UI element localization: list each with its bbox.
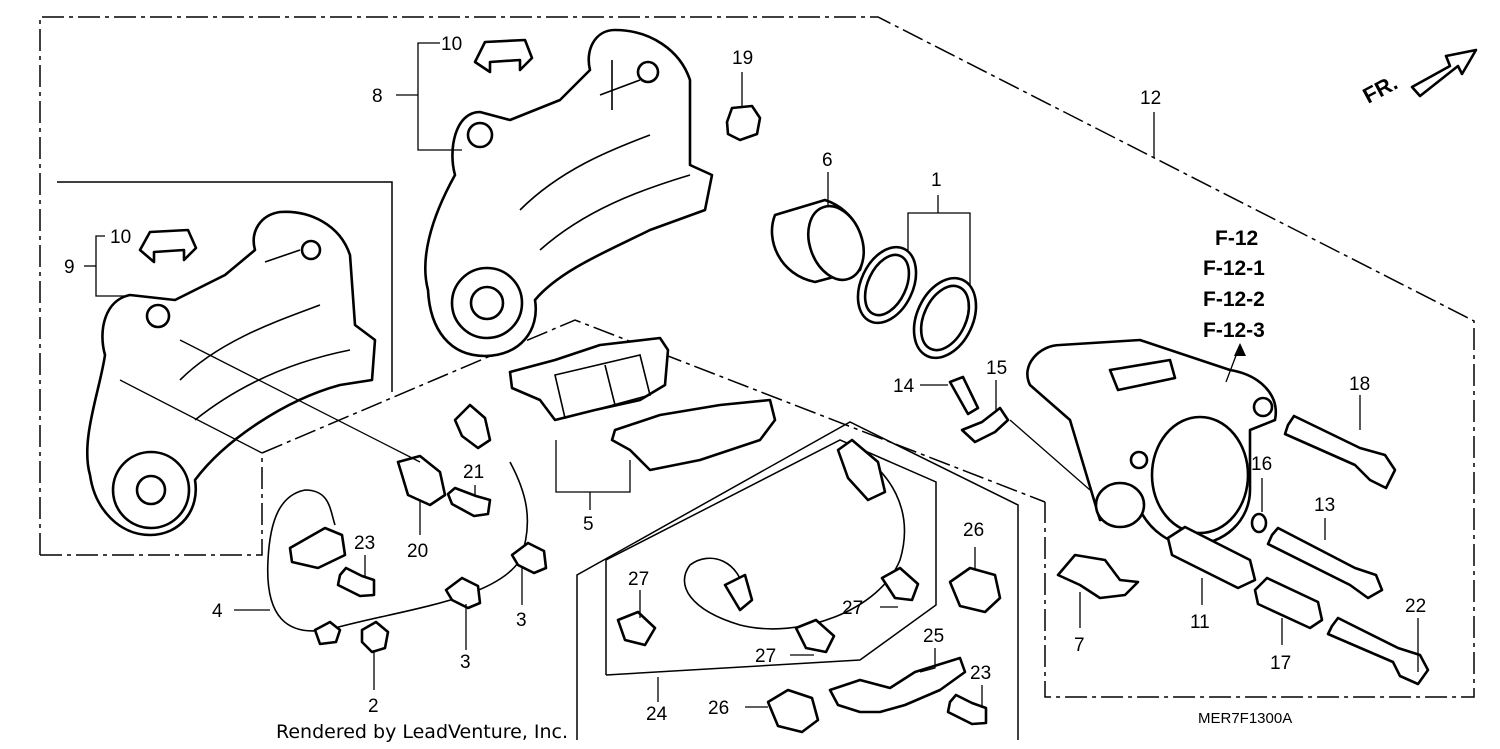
caliper-bracket-lower[interactable] — [85, 210, 377, 537]
clip-3-right[interactable] — [510, 541, 548, 575]
pin-boot[interactable] — [1166, 525, 1257, 590]
callout-22: 22 — [1405, 596, 1426, 617]
callout-23-left: 23 — [354, 533, 375, 554]
front-label: FR. — [1359, 70, 1402, 109]
bleeder-screw[interactable] — [948, 375, 980, 416]
callout-10-lower: 10 — [110, 227, 131, 248]
reference-3: F-12-2 — [1203, 288, 1265, 311]
caliper-assembly[interactable] — [1026, 338, 1278, 547]
callout-18: 18 — [1349, 374, 1370, 395]
callout-25: 25 — [923, 626, 944, 647]
callout-3-left: 3 — [460, 652, 471, 673]
bolt-23-right[interactable] — [946, 693, 988, 726]
clip-27-lower[interactable] — [794, 618, 836, 654]
callout-27-lower: 27 — [755, 646, 776, 667]
callout-14: 14 — [893, 376, 915, 397]
callout-26-lower: 26 — [708, 698, 729, 719]
callout-13: 13 — [1314, 495, 1335, 516]
callout-27-upper: 27 — [842, 598, 863, 619]
front-direction-arrow-icon: FR. — [1359, 48, 1478, 109]
brake-pad-set[interactable] — [508, 336, 777, 472]
caliper-pin-bolt-13[interactable] — [1266, 526, 1384, 600]
callout-6: 6 — [822, 150, 833, 171]
grommet-26-upper[interactable] — [948, 566, 1002, 614]
callout-20: 20 — [407, 541, 428, 562]
callout-19: 19 — [732, 48, 753, 69]
callout-27-left: 27 — [628, 569, 649, 590]
callout-11: 11 — [1190, 612, 1210, 633]
bolt-23-left[interactable] — [336, 566, 376, 598]
reference-2: F-12-1 — [1203, 257, 1265, 280]
clip-2[interactable] — [360, 620, 390, 654]
wheel-speed-sensor-24[interactable] — [683, 438, 906, 630]
callout-9: 9 — [64, 257, 75, 278]
callout-3-right: 3 — [516, 610, 527, 631]
leader-lines — [84, 42, 1419, 708]
piston-seal-set[interactable] — [847, 238, 989, 368]
washer[interactable] — [1250, 512, 1268, 534]
reference-1: F-12 — [1215, 227, 1258, 250]
caliper-pin-bolt-18[interactable] — [1283, 414, 1397, 490]
pad-spring-7[interactable] — [1056, 553, 1140, 600]
callout-16: 16 — [1251, 454, 1272, 475]
callout-23-right: 23 — [970, 663, 991, 684]
diagram-code: MER7F1300A — [1198, 710, 1292, 727]
callout-5: 5 — [583, 514, 594, 535]
callout-21: 21 — [463, 462, 484, 483]
flange-bolt-22[interactable] — [1326, 616, 1430, 686]
callout-26-upper: 26 — [963, 520, 984, 541]
grommet-26-lower[interactable] — [766, 688, 820, 734]
reference-4: F-12-3 — [1203, 319, 1265, 342]
callout-15: 15 — [986, 358, 1007, 379]
callout-24: 24 — [646, 704, 668, 725]
reference-block: F-12 F-12-1 F-12-2 F-12-3 — [1203, 227, 1265, 342]
bleeder-cap[interactable] — [725, 104, 762, 142]
caliper-bracket-upper[interactable] — [424, 28, 714, 358]
callout-17: 17 — [1270, 653, 1291, 674]
credit-text: Rendered by LeadVenture, Inc. — [276, 721, 568, 743]
pad-spring-clip-upper[interactable] — [473, 38, 534, 74]
callout-1: 1 — [931, 170, 942, 191]
callout-8: 8 — [372, 86, 383, 107]
callout-12: 12 — [1140, 88, 1161, 109]
clip-3-left[interactable] — [444, 576, 482, 610]
wheel-speed-sensor-harness[interactable] — [266, 403, 529, 646]
bleeder-bracket[interactable] — [960, 406, 1010, 444]
pad-spring-clip-lower[interactable] — [138, 228, 198, 264]
sensor-bracket-25[interactable] — [828, 656, 967, 714]
caliper-piston[interactable] — [770, 198, 873, 287]
clamp-20[interactable] — [396, 454, 447, 507]
clip-27-left[interactable] — [616, 610, 657, 647]
bolt-21[interactable] — [446, 486, 492, 518]
callout-10-upper: 10 — [441, 34, 462, 55]
clip-27-upper[interactable] — [880, 566, 920, 602]
slide-pin-boot[interactable] — [1253, 576, 1324, 630]
callout-4: 4 — [212, 601, 223, 622]
callout-2: 2 — [368, 696, 379, 717]
callout-numbers: 1 2 3 3 4 5 6 7 8 9 10 10 11 12 13 14 15… — [64, 34, 1426, 725]
callout-7: 7 — [1074, 635, 1085, 656]
